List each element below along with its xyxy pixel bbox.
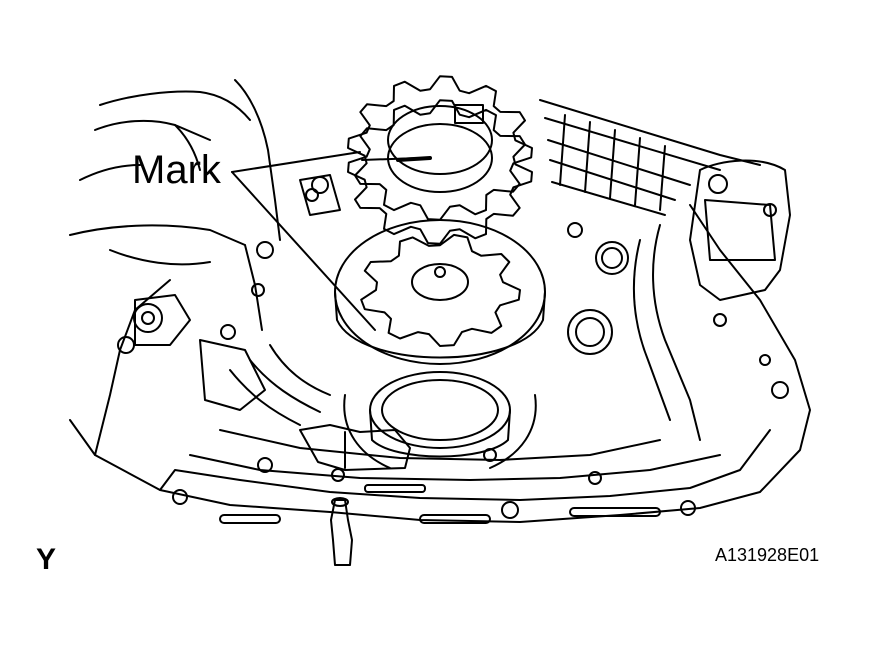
engine-block-outline — [69, 79, 811, 566]
drive-gear-key — [454, 104, 484, 124]
drive-gear-teeth-lower — [347, 99, 533, 245]
drive-gear-bore-lower — [387, 123, 493, 193]
mark-leader-lines — [231, 151, 421, 331]
outer-rotor-side — [334, 291, 546, 359]
outer-rotor-center-hole — [434, 266, 446, 278]
drive-rotor-gear — [347, 75, 533, 245]
outer-rotor-hub — [411, 263, 469, 301]
mark-callout-label: Mark — [132, 148, 221, 192]
view-letter: Y — [36, 543, 57, 576]
drive-gear-teeth — [347, 75, 533, 221]
outer-rotor-lobes — [360, 233, 521, 347]
figure-code: A131928E01 — [715, 545, 820, 565]
outer-rotor — [334, 219, 546, 365]
drive-gear-bore — [387, 105, 493, 175]
outer-rotor-top-edge — [334, 219, 546, 365]
